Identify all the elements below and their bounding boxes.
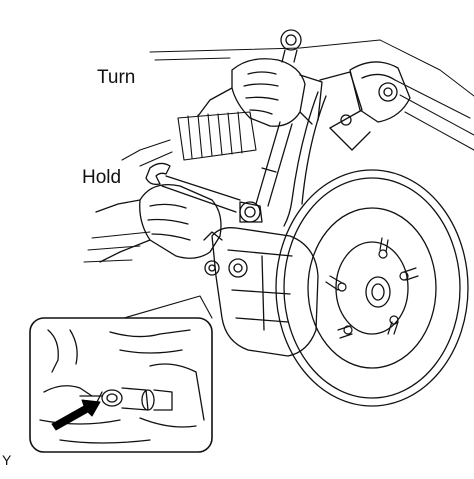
strut-assembly <box>300 62 410 150</box>
fitting-nut <box>240 202 262 222</box>
callout-pointer <box>124 296 212 318</box>
figure-code: Y <box>2 452 12 468</box>
brake-caliper <box>204 228 318 356</box>
upper-hand <box>198 59 312 126</box>
inset-detail <box>30 318 212 452</box>
arrow-icon <box>52 400 100 430</box>
body-frame-lines <box>84 40 474 262</box>
lower-hand <box>96 185 221 262</box>
wheel-studs <box>326 238 418 338</box>
hold-wrench <box>146 163 240 212</box>
brake-rotor <box>276 170 468 406</box>
brake-hose <box>284 92 326 226</box>
label-turn: Turn <box>97 67 136 88</box>
turn-wrench <box>256 30 301 206</box>
steering-boot <box>122 112 256 166</box>
label-hold: Hold <box>82 167 122 188</box>
